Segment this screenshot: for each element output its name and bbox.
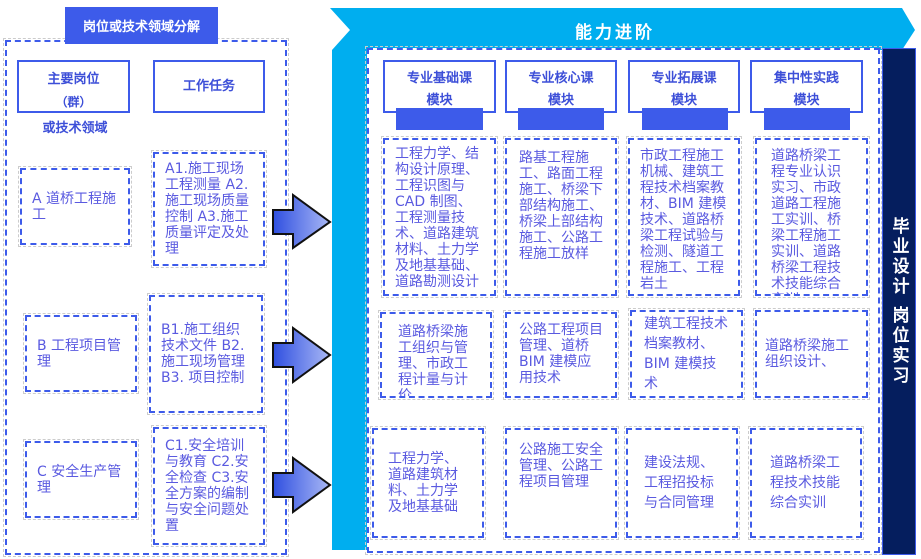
- module-sub: 模块: [547, 93, 574, 108]
- module-name: 集中性实践: [773, 71, 839, 86]
- module-header-extension: 专业拓展课模块: [628, 60, 740, 113]
- modules-panel: [365, 46, 882, 555]
- module-tab: [642, 108, 728, 130]
- module-header-practice: 集中性实践模块: [750, 60, 863, 113]
- header-main-post: 主要岗位 （群）: [17, 60, 130, 113]
- module-name: 专业拓展课: [651, 71, 717, 86]
- post-box-b: B 工程项目管理: [23, 313, 139, 394]
- course-box: 道路桥梁工程专业认识实习、市政道路工程施工实训、桥梁工程施工实训、道路桥梁工程技…: [753, 136, 870, 298]
- course-text: 公路工程项目管理、道桥 BIM 建模应用技术: [519, 322, 603, 386]
- ability-banner-title: 能力进阶: [575, 23, 655, 43]
- course-box: 路基工程施工、路面工程施工、桥梁下部结构施工、桥梁上部结构施工、公路工程施工放样: [503, 136, 619, 298]
- course-text: 工程力学、道路建筑材料、土力学及地基基础: [388, 451, 458, 515]
- course-text: 道路桥梁工程专业认识实习、市政道路工程施工实训、桥梁工程施工实训、道路桥梁工程技…: [771, 148, 841, 294]
- post-box-a: A 道桥工程施工: [18, 166, 132, 247]
- task-label: C1.安全培训与教育 C2.安全检查 C3.安全方案的编制与安全问题处置: [165, 438, 249, 534]
- arrow-right-icon: [272, 456, 332, 514]
- module-name: 专业基础课: [406, 71, 472, 86]
- post-label: B 工程项目管理: [37, 337, 122, 370]
- course-text: 公路施工安全管理、公路工程项目管理: [519, 442, 603, 490]
- course-box: 道路桥梁施工组织与管理、市政工程计量与计价: [378, 310, 494, 400]
- module-header-foundation: 专业基础课模块: [383, 60, 496, 113]
- post-label: A 道桥工程施工: [32, 190, 117, 223]
- module-tab: [764, 108, 850, 130]
- task-label: B1.施工组织技术文件 B2.施工现场管理 B3. 项目控制: [161, 322, 245, 386]
- course-text: 道路桥梁工程技术技能综合实训: [770, 455, 840, 511]
- course-box: 工程力学、道路建筑材料、土力学及地基基础: [370, 426, 486, 540]
- course-text: 建设法规、工程招投标与合同管理: [644, 455, 714, 511]
- header-main-post-label: 主要岗位: [47, 72, 100, 87]
- course-text: 路基工程施工、路面工程施工、桥梁下部结构施工、桥梁上部结构施工、公路工程施工放样: [519, 150, 603, 262]
- module-sub: 模块: [793, 93, 820, 108]
- post-decomposition-title: 岗位或技术领域分解: [65, 7, 218, 44]
- graduation-internship-label: 毕业设计 岗位实习: [888, 217, 909, 386]
- module-sub: 模块: [426, 93, 453, 108]
- module-header-core: 专业核心课模块: [505, 60, 617, 113]
- module-sub: 模块: [670, 93, 697, 108]
- arrow-right-icon: [272, 193, 332, 250]
- task-box-c: C1.安全培训与教育 C2.安全检查 C3.安全方案的编制与安全问题处置: [151, 425, 267, 547]
- course-text: 道路桥梁施工组织设计、: [765, 338, 849, 370]
- arrows: [272, 193, 332, 514]
- module-tab: [396, 108, 483, 130]
- course-text: 道路桥梁施工组织与管理、市政工程计量与计价: [398, 324, 468, 398]
- course-box: 公路施工安全管理、公路工程项目管理: [503, 426, 619, 540]
- post-label: C 安全生产管理: [37, 463, 122, 496]
- course-box: 公路工程项目管理、道桥 BIM 建模应用技术: [503, 310, 619, 400]
- module-name: 专业核心课: [528, 71, 594, 86]
- course-box: 道路桥梁施工组织设计、: [753, 308, 870, 400]
- course-text: 市政工程施工机械、建筑工程技术档案教材、BIM 建模技术、道路桥梁工程试验与检测…: [640, 148, 727, 292]
- header-main-post-sub: （群）: [55, 95, 92, 109]
- course-text: 建筑工程技术档案教材、BIM 建模技术: [644, 316, 728, 392]
- course-box: 工程力学、结构设计原理、工程识图与CAD 制图、工程测量技术、道路建筑材料、土力…: [381, 136, 498, 298]
- task-box-a: A1.施工现场工程测量 A2.施工现场质量控制 A3.施工质量评定及处理: [151, 150, 267, 268]
- course-box: 道路桥梁工程技术技能综合实训: [748, 426, 864, 540]
- post-box-c: C 安全生产管理: [23, 439, 139, 520]
- header-work-task: 工作任务: [153, 60, 265, 113]
- graduation-internship-column: 毕业设计 岗位实习: [882, 48, 916, 555]
- arrow-right-icon: [272, 326, 332, 384]
- header-post-note: 或技术领域: [42, 121, 108, 136]
- course-box: 市政工程施工机械、建筑工程技术档案教材、BIM 建模技术、道路桥梁工程试验与检测…: [626, 136, 742, 298]
- task-label: A1.施工现场工程测量 A2.施工现场质量控制 A3.施工质量评定及处理: [165, 161, 249, 257]
- course-box: 建筑工程技术档案教材、BIM 建模技术: [628, 308, 745, 400]
- course-text: 工程力学、结构设计原理、工程识图与CAD 制图、工程测量技术、道路建筑材料、土力…: [395, 146, 479, 290]
- course-box: 建设法规、工程招投标与合同管理: [624, 426, 740, 540]
- task-box-b: B1.施工组织技术文件 B2.施工现场管理 B3. 项目控制: [147, 293, 265, 415]
- module-tab: [518, 108, 604, 130]
